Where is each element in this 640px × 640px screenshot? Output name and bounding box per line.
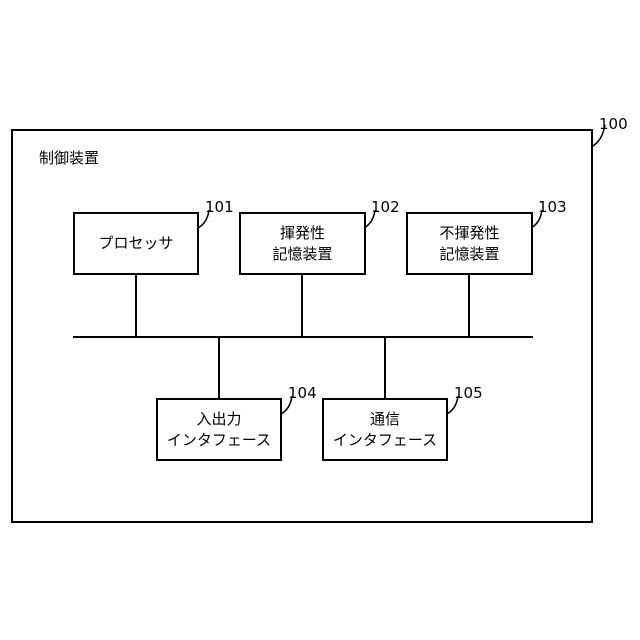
nonvolatile-storage-label-line2: 記憶装置: [439, 244, 499, 265]
communication-interface-label-line2: インタフェース: [333, 430, 437, 451]
nonvolatile-storage-box: 不揮発性 記憶装置: [406, 212, 533, 275]
volatile-storage-label-line2: 記憶装置: [272, 244, 332, 265]
volatile-storage-label-line1: 揮発性: [280, 223, 325, 244]
ref-number-101: 101: [205, 198, 234, 216]
processor-box: プロセッサ: [73, 212, 199, 275]
control-device-label: 制御装置: [39, 148, 99, 168]
ref-number-103: 103: [538, 198, 567, 216]
volatile-storage-box: 揮発性 記憶装置: [239, 212, 366, 275]
io-interface-box: 入出力 インタフェース: [156, 398, 282, 461]
ref-number-102: 102: [371, 198, 400, 216]
io-interface-label-line2: インタフェース: [167, 430, 271, 451]
control-device-frame: [11, 129, 593, 523]
nonvolatile-storage-label-line1: 不揮発性: [439, 223, 499, 244]
communication-interface-box: 通信 インタフェース: [322, 398, 448, 461]
ref-number-105: 105: [454, 384, 483, 402]
ref-number-104: 104: [288, 384, 317, 402]
processor-label: プロセッサ: [98, 233, 173, 254]
io-interface-label-line1: 入出力: [196, 409, 241, 430]
ref-number-100: 100: [599, 115, 628, 133]
communication-interface-label-line1: 通信: [370, 409, 400, 430]
